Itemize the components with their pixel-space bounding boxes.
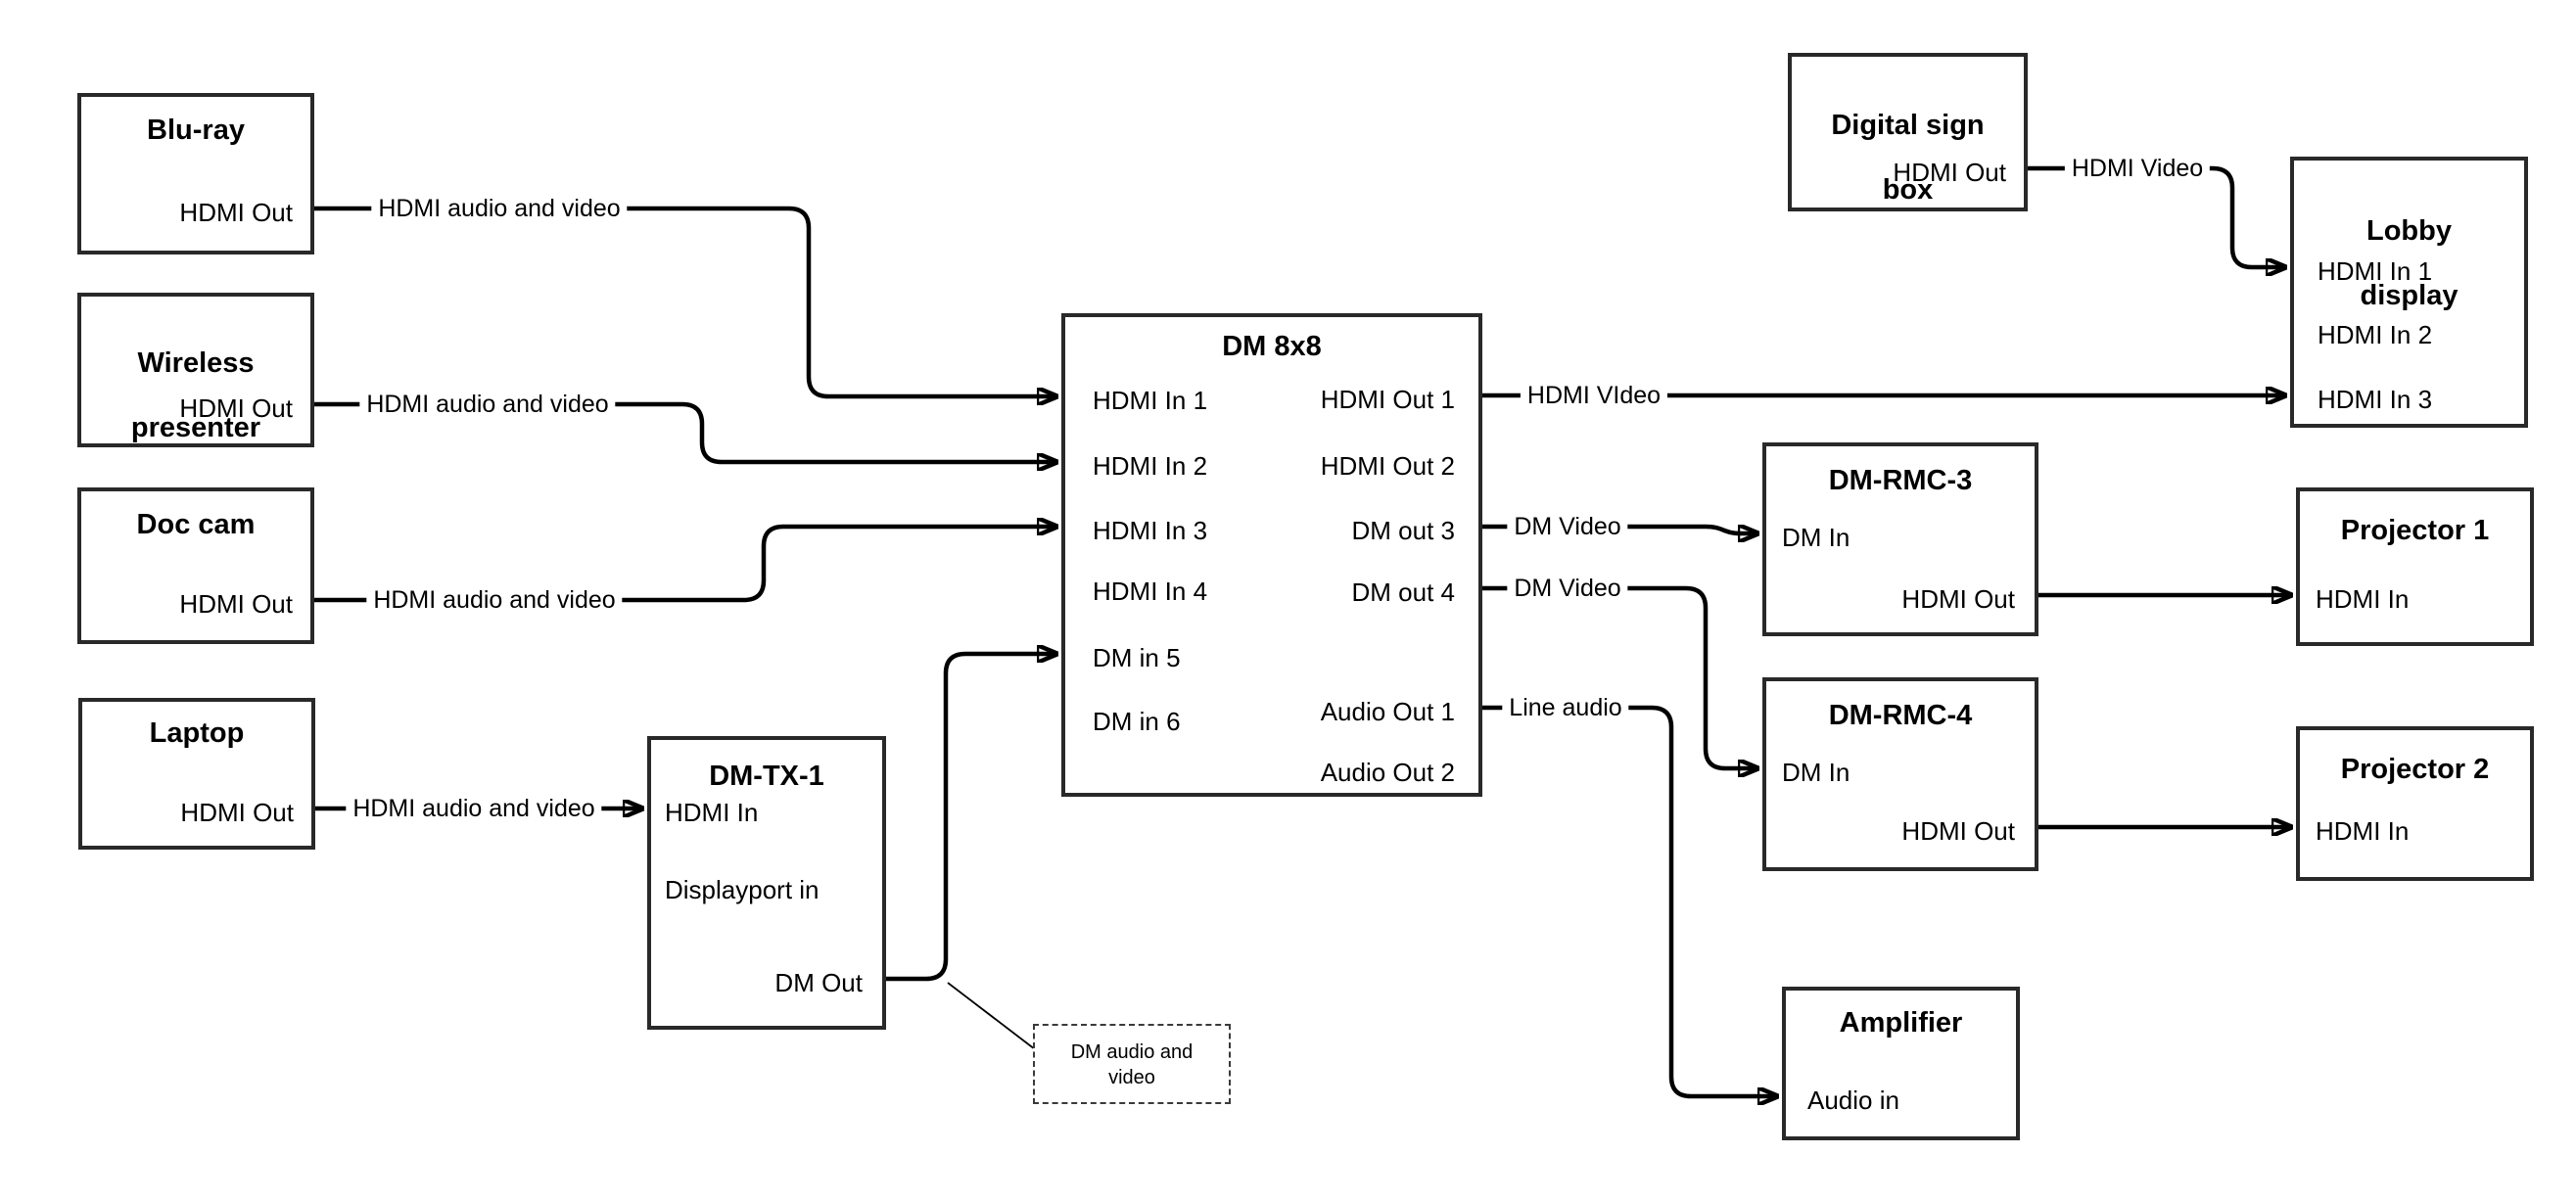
port-hdmi-out: HDMI Out — [179, 198, 293, 227]
wire-label-hdmi-video-out1: HDMI VIdeo — [1520, 381, 1668, 410]
port-audio-in: Audio in — [1807, 1086, 1899, 1115]
node-title: DM-RMC-3 — [1828, 465, 1973, 496]
node-dm-rmc-4: DM-RMC-4 DM In HDMI Out — [1762, 677, 2038, 871]
port-dm-out: DM Out — [774, 968, 863, 997]
wire-bluray-to-dm8x8-in1 — [314, 206, 1056, 396]
node-title: Doc cam — [136, 509, 256, 540]
node-amplifier: Amplifier Audio in — [1782, 987, 2020, 1140]
port-dm-in-6: DM in 6 — [1093, 707, 1181, 736]
port-hdmi-in: HDMI In — [2316, 816, 2410, 846]
node-dm-8x8: DM 8x8 HDMI In 1 HDMI In 2 HDMI In 3 HDM… — [1061, 313, 1482, 797]
wire-label-line-audio: Line audio — [1502, 693, 1629, 722]
title-line: Lobby — [2366, 215, 2452, 247]
wire-label-dm-video-out3: DM Video — [1507, 512, 1628, 541]
wire-dm8x8-out4-to-rmc4 — [1482, 585, 1757, 768]
title-line: Digital sign — [1831, 110, 1985, 141]
port-hdmi-out: HDMI Out — [1901, 584, 2015, 614]
wire-wireless-to-dm8x8-in2 — [314, 401, 1056, 462]
node-title: Blu-ray — [147, 115, 245, 146]
node-title: DM 8x8 — [1222, 331, 1322, 362]
port-hdmi-in-4: HDMI In 4 — [1093, 577, 1208, 606]
port-dm-in: DM In — [1782, 758, 1850, 787]
node-title: Lobby display — [2294, 183, 2524, 345]
node-title: Wireless presenter — [81, 315, 310, 477]
port-dm-out-4: DM out 4 — [1351, 577, 1456, 607]
wire-label-dm-video-out4: DM Video — [1507, 574, 1628, 603]
node-title: Digital sign box — [1792, 77, 2024, 239]
node-lobby-display: Lobby display HDMI In 1 HDMI In 2 HDMI I… — [2290, 157, 2528, 428]
title-line: box — [1882, 174, 1934, 206]
port-hdmi-in: HDMI In — [665, 798, 759, 827]
port-hdmi-out: HDMI Out — [179, 393, 293, 423]
port-displayport-in: Displayport in — [665, 875, 820, 904]
node-title: Projector 1 — [2340, 515, 2490, 546]
port-hdmi-out-2: HDMI Out 2 — [1320, 451, 1455, 481]
port-hdmi-in: HDMI In — [2316, 584, 2410, 614]
title-line: Wireless — [137, 347, 255, 379]
port-hdmi-in-2: HDMI In 2 — [1093, 451, 1208, 481]
port-dm-in: DM In — [1782, 523, 1850, 552]
node-title: Amplifier — [1839, 1007, 1963, 1039]
title-line: display — [2360, 280, 2459, 311]
wire-dm8x8-audio1-to-amp — [1482, 705, 1777, 1096]
port-hdmi-out: HDMI Out — [1893, 158, 2006, 187]
port-hdmi-in-3: HDMI In 3 — [2318, 385, 2433, 414]
wire-label-hdmi-video-digsign: HDMI Video — [2064, 154, 2211, 183]
node-projector-1: Projector 1 HDMI In — [2296, 487, 2534, 646]
title-line: presenter — [130, 412, 261, 443]
wire-label-hdmi-av-wireless: HDMI audio and video — [359, 390, 616, 419]
port-hdmi-in-1: HDMI In 1 — [1093, 386, 1208, 415]
port-hdmi-out: HDMI Out — [180, 798, 294, 827]
wire-digsign-to-lobby-in1 — [2028, 165, 2285, 267]
note-leader-line — [947, 982, 1036, 1050]
note-line: DM audio and — [1070, 1041, 1194, 1063]
node-title: Laptop — [149, 717, 245, 749]
note-line: video — [1108, 1067, 1155, 1088]
port-hdmi-in-3: HDMI In 3 — [1093, 516, 1208, 545]
wire-label-hdmi-av-doccam: HDMI audio and video — [366, 585, 623, 615]
node-blu-ray: Blu-ray HDMI Out — [77, 93, 314, 254]
node-digital-sign-box: Digital sign box HDMI Out — [1788, 53, 2028, 211]
port-dm-out-3: DM out 3 — [1351, 516, 1456, 545]
port-audio-out-2: Audio Out 2 — [1320, 758, 1455, 787]
note-dm-audio-and-video: DM audio and video — [1033, 1024, 1231, 1104]
port-dm-in-5: DM in 5 — [1093, 643, 1181, 672]
node-title: DM-TX-1 — [709, 761, 824, 792]
node-doc-cam: Doc cam HDMI Out — [77, 487, 314, 644]
port-audio-out-1: Audio Out 1 — [1320, 697, 1455, 726]
node-title: Projector 2 — [2340, 754, 2490, 785]
node-wireless-presenter: Wireless presenter HDMI Out — [77, 293, 314, 447]
node-laptop: Laptop HDMI Out — [78, 698, 315, 850]
port-hdmi-out: HDMI Out — [1901, 816, 2015, 846]
port-hdmi-in-1: HDMI In 1 — [2318, 256, 2433, 286]
node-title: DM-RMC-4 — [1828, 700, 1973, 731]
wire-label-hdmi-av-laptop: HDMI audio and video — [346, 794, 602, 823]
port-hdmi-out-1: HDMI Out 1 — [1320, 385, 1455, 414]
wire-dm8x8-out3-to-rmc3 — [1482, 524, 1757, 533]
wire-dmtx1-to-dm8x8-in5 — [886, 654, 1056, 982]
node-dm-tx-1: DM-TX-1 HDMI In Displayport in DM Out — [647, 736, 886, 1030]
wire-doccam-to-dm8x8-in3 — [314, 527, 1056, 603]
node-dm-rmc-3: DM-RMC-3 DM In HDMI Out — [1762, 442, 2038, 636]
wire-label-hdmi-av-bluray: HDMI audio and video — [371, 194, 628, 223]
port-hdmi-in-2: HDMI In 2 — [2318, 320, 2433, 349]
port-hdmi-out: HDMI Out — [179, 589, 293, 619]
node-projector-2: Projector 2 HDMI In — [2296, 726, 2534, 881]
